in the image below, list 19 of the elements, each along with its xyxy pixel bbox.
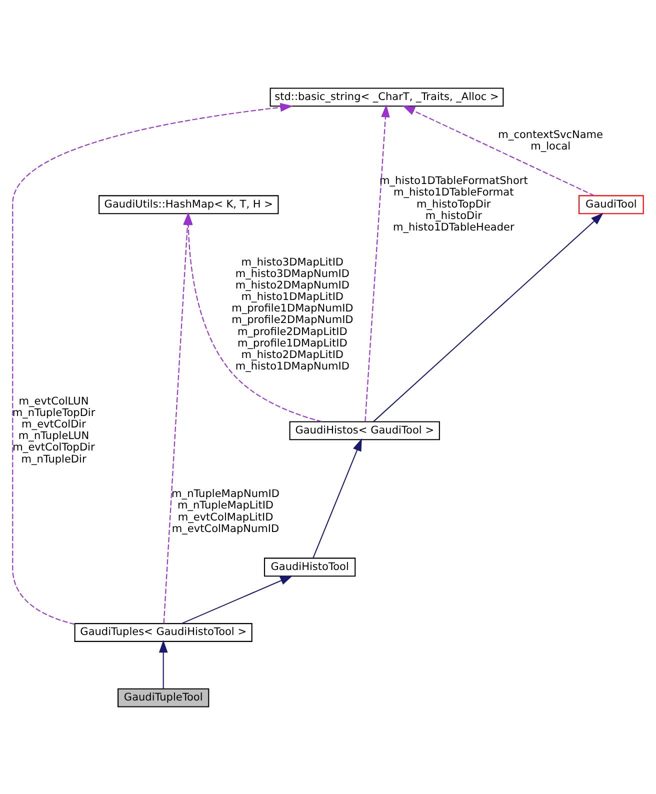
arrow — [373, 212, 604, 422]
edge-label: m_evtColLUN m_nTupleTopDir m_evtColDir m_nTupleLUN m_evtColTopDir m_nTupleDir — [12, 394, 96, 465]
node-box: std::basic_string< _CharT, _Traits, _Alloc > — [270, 87, 504, 106]
node-box: GaudiTuples< GaudiHistoTool > — [74, 622, 252, 642]
node-box: GaudiHistos< GaudiTool > — [289, 420, 440, 440]
edge-label: m_histo1DTableFormatShort m_histo1DTableFormat m_histoTopDir m_histoDir m_histo1DTableHeader — [379, 174, 528, 233]
arrow — [312, 438, 362, 558]
node-box: GaudiTupleTool — [118, 688, 210, 707]
arrow — [158, 640, 168, 688]
edge-label: m_contextSvcName m_local — [498, 128, 604, 152]
node-box: GaudiUtils::HashMap< K, T, H > — [98, 194, 279, 214]
arrow — [402, 105, 595, 196]
node-box: GaudiTool — [578, 194, 644, 214]
arrow — [182, 575, 293, 624]
edge-label: m_histo3DMapLitID m_histo3DMapNumID m_histo2DMapNumID m_histo1DMapLitID m_profile1DMapNumID m_profile2DMapNumID m_profile2DMapLitID m_profile1DMapLitID m_histo2DMapLitID m_histo1DMapNumID — [232, 256, 354, 372]
arrow — [12, 102, 293, 624]
edge-label: m_nTupleMapNumID m_nTupleMapLitID m_evtColMapLitID m_evtColMapNumID — [172, 488, 280, 534]
arrow — [364, 104, 390, 421]
node-box: GaudiHistoTool — [264, 557, 356, 576]
